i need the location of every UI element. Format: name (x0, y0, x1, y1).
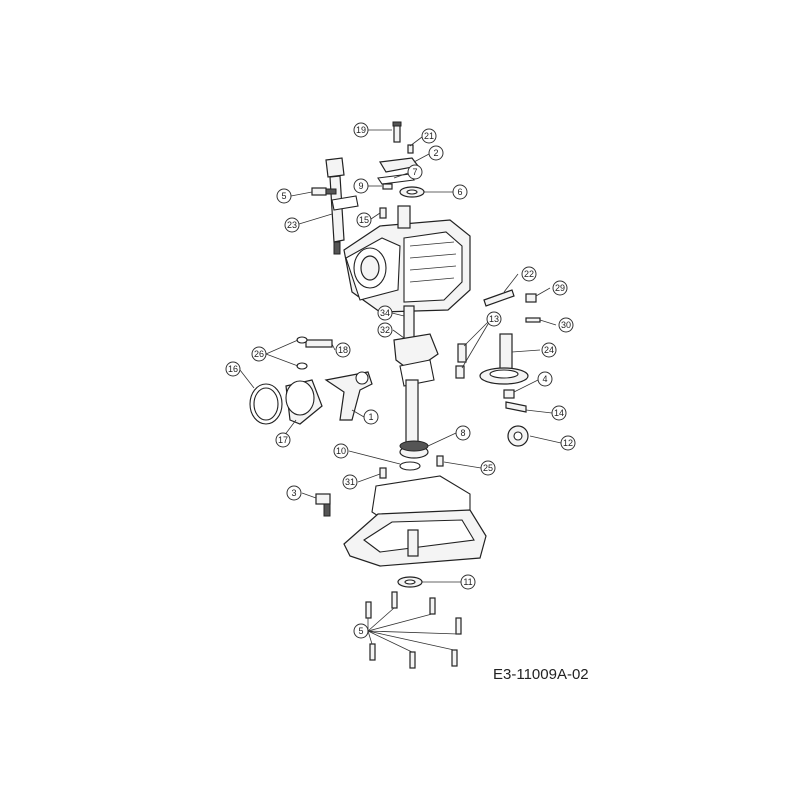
drawing-code: E3-11009A-02 (493, 666, 589, 683)
callout[interactable]: 6 (452, 184, 468, 200)
callout-label: 5 (358, 626, 363, 636)
piston-assembly (249, 336, 373, 425)
breather-parts (377, 121, 425, 219)
oil-seal (397, 576, 423, 588)
callout[interactable]: 19 (353, 122, 369, 138)
callout-label: 2 (433, 148, 438, 158)
camshaft-assembly (455, 289, 541, 385)
callout-label: 26 (254, 349, 264, 359)
callout[interactable]: 23 (284, 217, 300, 233)
callout-label: 15 (359, 215, 369, 225)
callout[interactable]: 1 (363, 409, 379, 425)
callout[interactable]: 14 (551, 405, 567, 421)
callout[interactable]: 30 (558, 317, 574, 333)
callout[interactable]: 3 (286, 485, 302, 501)
callout-highlight-fill (377, 322, 393, 338)
bolt-dipstick (311, 187, 337, 196)
callout[interactable]: 24 (541, 342, 557, 358)
drain-bolt (315, 493, 331, 517)
callout-label: 1 (368, 412, 373, 422)
callout-label: 6 (457, 187, 462, 197)
callout-label: 16 (228, 364, 238, 374)
callout[interactable]: 7 (407, 164, 423, 180)
callout[interactable]: 8 (455, 425, 471, 441)
callout-label: 23 (287, 220, 297, 230)
callout-label: 19 (356, 125, 366, 135)
callout[interactable]: 21 (421, 128, 437, 144)
cover-bolts (365, 591, 462, 669)
callout[interactable]: 10 (333, 443, 349, 459)
callout-label: 9 (358, 181, 363, 191)
callout-label: 11 (463, 577, 472, 587)
callout[interactable]: 15 (356, 212, 372, 228)
crankshaft (393, 305, 439, 451)
callout-label: 21 (424, 131, 434, 141)
leader-lines (239, 129, 562, 653)
callout-label: 3 (291, 488, 296, 498)
callout[interactable]: 34 (377, 305, 393, 321)
callout-label: 30 (561, 320, 571, 330)
callout[interactable]: 29 (552, 280, 568, 296)
callout-label: 18 (338, 345, 348, 355)
callout-label: 29 (555, 283, 565, 293)
callout-label: 5 (281, 191, 286, 201)
callout[interactable]: 22 (521, 266, 537, 282)
parts-layer (249, 121, 541, 669)
crank-gear (379, 440, 444, 479)
callout[interactable]: 18 (335, 342, 351, 358)
callout-label: 31 (345, 477, 355, 487)
callout[interactable]: 2 (428, 145, 444, 161)
callout[interactable]: 5 (353, 623, 369, 639)
callout-label: 17 (278, 435, 288, 445)
callout-label: 4 (542, 374, 547, 384)
callout-label: 32 (380, 325, 390, 335)
dipstick-tube (325, 157, 359, 255)
callout-highlighted[interactable]: 32 (377, 322, 393, 338)
callout[interactable]: 5 (276, 188, 292, 204)
callout-label: 8 (460, 428, 465, 438)
callout[interactable]: 31 (342, 474, 358, 490)
callout[interactable]: 12 (560, 435, 576, 451)
callout[interactable]: 25 (480, 460, 496, 476)
callout-label: 34 (380, 308, 390, 318)
callout-label: 14 (554, 408, 564, 418)
callout-label: 13 (489, 314, 499, 324)
callout[interactable]: 17 (275, 432, 291, 448)
cylinder-block (343, 205, 471, 313)
callouts-layer: 19 21 2 7 9 6 5 15 (225, 122, 576, 639)
callout[interactable]: 4 (537, 371, 553, 387)
callout[interactable]: 16 (225, 361, 241, 377)
crankcase-cover (343, 475, 487, 567)
callout[interactable]: 13 (486, 311, 502, 327)
callout-label: 22 (524, 269, 534, 279)
callout-label: 7 (412, 167, 417, 177)
callout-label: 10 (336, 446, 346, 456)
callout-label: 25 (483, 463, 493, 473)
callout[interactable]: 9 (353, 178, 369, 194)
callout-label: 12 (563, 438, 573, 448)
callout[interactable]: 26 (251, 346, 267, 362)
callout[interactable]: 11 (460, 574, 476, 590)
governor-assembly (503, 389, 529, 447)
callout-label: 24 (544, 345, 554, 355)
